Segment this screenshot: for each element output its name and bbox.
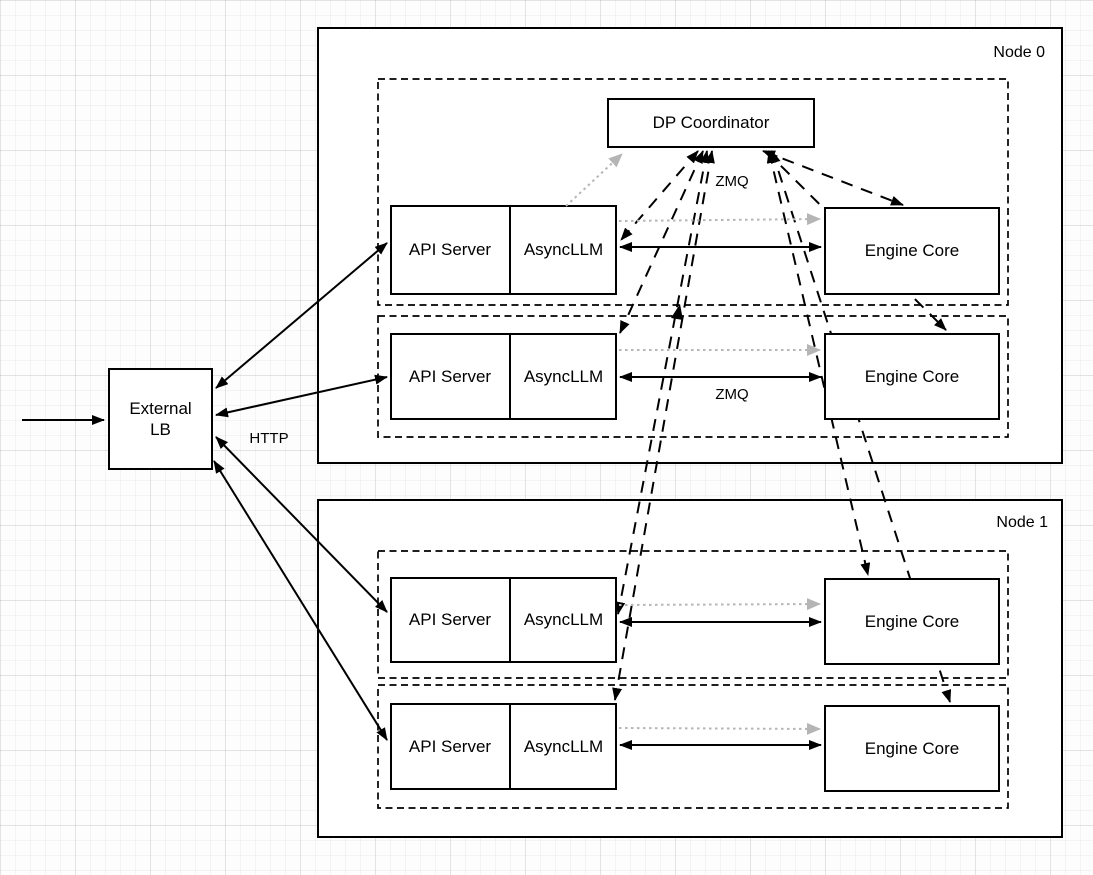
edge-lb-api-n1r0 — [215, 436, 388, 613]
external-lb-box: External LB — [108, 368, 213, 470]
zmq-label-coordinator: ZMQ — [715, 173, 749, 190]
asyncllm-cell: AsyncLLM — [511, 705, 616, 788]
dp-coordinator-label: DP Coordinator — [652, 113, 770, 133]
asyncllm-label: AsyncLLM — [523, 736, 604, 756]
dp-coordinator-box: DP Coordinator — [607, 98, 815, 148]
asyncllm-label: AsyncLLM — [523, 240, 604, 260]
api-async-box-n1r1: API Server AsyncLLM — [390, 703, 617, 790]
zmq-label-row: ZMQ — [715, 386, 749, 403]
engine-core-box-n0r0: Engine Core — [824, 207, 1000, 295]
edge-coordinator-asyncllm-n0r0 — [620, 150, 699, 241]
edge-dotted-async-engine-n1r1 — [618, 722, 821, 735]
edge-lb-api-n1r1 — [213, 460, 388, 741]
edge-dotted-async-coordinator — [565, 153, 623, 207]
api-async-box-n0r0: API Server AsyncLLM — [390, 205, 617, 295]
engine-core-box-n1r0: Engine Core — [824, 578, 1000, 665]
edge-coordinator-asyncllm-n1r1 — [612, 150, 715, 701]
engine-core-label: Engine Core — [864, 241, 960, 261]
api-server-cell: API Server — [391, 705, 511, 788]
edge-lb-api-n0r0 — [215, 242, 388, 389]
mid-arrowhead-up — [671, 304, 683, 320]
edge-coordinator-asyncllm-n0r1 — [619, 150, 704, 334]
asyncllm-cell: AsyncLLM — [511, 579, 616, 661]
edge-dotted-async-engine-n0r0 — [618, 213, 821, 226]
edge-coordinator-asyncllm-n1r0 — [615, 150, 710, 615]
api-server-cell: API Server — [391, 207, 511, 293]
external-lb-label: External LB — [129, 398, 192, 439]
engine-core-label: Engine Core — [864, 611, 960, 631]
asyncllm-label: AsyncLLM — [523, 610, 604, 630]
api-server-label: API Server — [408, 366, 492, 386]
api-async-box-n0r1: API Server AsyncLLM — [390, 333, 617, 420]
node0-label: Node 0 — [993, 44, 1045, 61]
api-server-cell: API Server — [391, 335, 511, 418]
api-server-label: API Server — [408, 610, 492, 630]
edge-coordinator-engine-n0r0 — [762, 150, 904, 206]
asyncllm-cell: AsyncLLM — [511, 207, 616, 293]
api-async-box-n1r0: API Server AsyncLLM — [390, 577, 617, 663]
edge-lb-api-n0r1 — [215, 374, 388, 418]
engine-core-label: Engine Core — [864, 738, 960, 758]
api-server-cell: API Server — [391, 579, 511, 661]
api-server-label: API Server — [408, 736, 492, 756]
http-label: HTTP — [249, 430, 289, 447]
api-server-label: API Server — [408, 240, 492, 260]
engine-core-box-n1r1: Engine Core — [824, 705, 1000, 792]
node1-label: Node 1 — [996, 514, 1048, 531]
edge-dotted-async-engine-n1r0 — [618, 598, 821, 611]
engine-core-label: Engine Core — [864, 366, 960, 386]
asyncllm-label: AsyncLLM — [523, 366, 604, 386]
engine-core-box-n0r1: Engine Core — [824, 333, 1000, 420]
asyncllm-cell: AsyncLLM — [511, 335, 616, 418]
